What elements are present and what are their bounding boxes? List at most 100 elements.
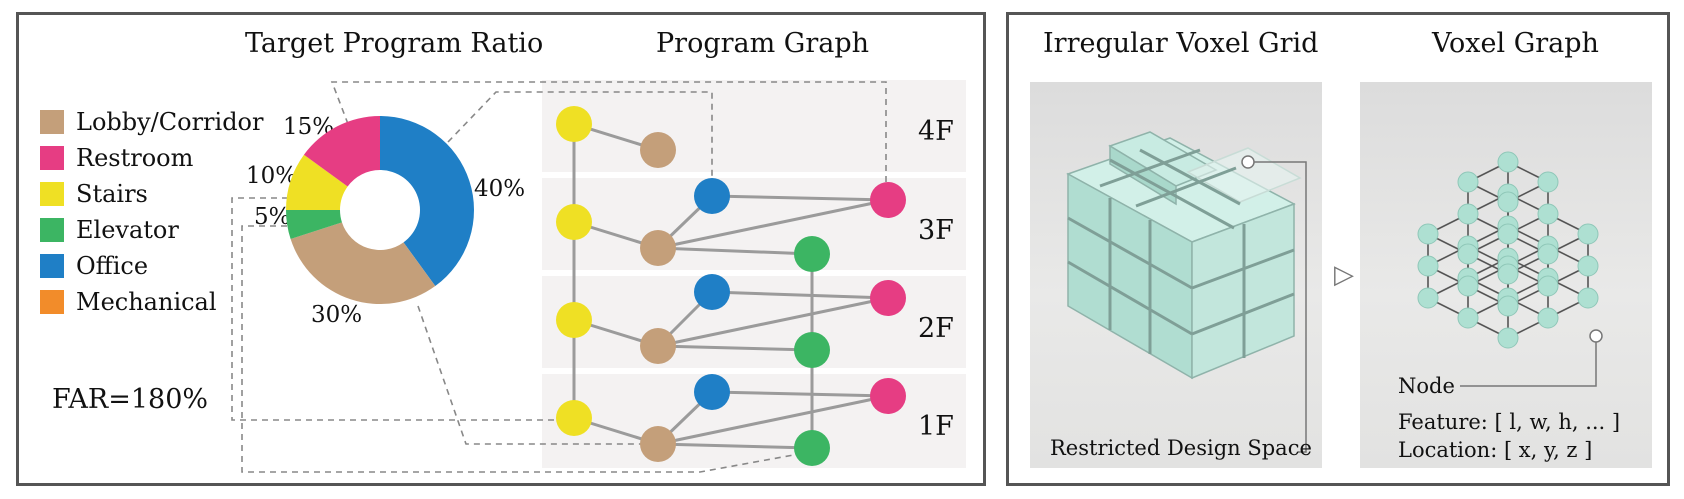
legend-label: Office	[76, 252, 149, 280]
pct-office: 40%	[474, 176, 526, 202]
voxel-node	[1497, 151, 1519, 173]
voxel-node	[1417, 223, 1439, 245]
voxel-node	[1537, 307, 1559, 329]
node-stairs-2f	[556, 302, 592, 338]
donut-slice-office	[380, 116, 474, 287]
edge	[657, 344, 813, 352]
legend-label: Elevator	[76, 216, 179, 244]
grid-line	[1099, 148, 1201, 188]
stairs-swatch	[40, 182, 64, 206]
mechanical-swatch	[40, 290, 64, 314]
node-lobby-4f	[640, 132, 676, 168]
node-leader	[1460, 329, 1603, 387]
floor-label-1f: 1F	[918, 411, 954, 442]
feature-label: Feature: [ l, w, h, ... ]	[1398, 410, 1621, 434]
leader-stairs	[231, 197, 575, 421]
voxel-node	[1537, 243, 1559, 265]
grid-line	[1067, 260, 1193, 336]
voxel-node	[1457, 275, 1479, 297]
voxel-node	[1457, 171, 1479, 193]
legend-item-restroom: Restroom	[40, 143, 193, 173]
node-lobby-3f	[640, 230, 676, 266]
node-restroom-3f	[870, 182, 906, 218]
legend-item-elevator: Elevator	[40, 215, 179, 245]
leader-lobby	[417, 305, 655, 445]
donut-slice-stairs	[286, 154, 348, 210]
legend-item-office: Office	[40, 251, 148, 281]
leader-elevator	[241, 225, 811, 473]
voxel-graph-title: Voxel Graph	[1432, 28, 1599, 59]
voxel-node	[1417, 255, 1439, 277]
voxel-node	[1577, 255, 1599, 277]
program-graph-nodes	[556, 106, 906, 466]
node-lobby-1f	[640, 426, 676, 462]
floor-label-3f: 3F	[918, 215, 954, 246]
voxel-node	[1497, 263, 1519, 285]
voxel-node	[1537, 171, 1559, 193]
edge	[657, 442, 813, 450]
floor-label-2f: 2F	[918, 313, 954, 344]
node-restroom-2f	[870, 280, 906, 316]
voxel-node	[1457, 203, 1479, 225]
arrow-icon: ▷	[1334, 260, 1354, 290]
grid-line	[1109, 158, 1235, 230]
edge	[711, 194, 889, 202]
edge	[657, 198, 889, 250]
floor-label-4f: 4F	[918, 116, 954, 147]
donut-slice-restroom	[303, 116, 380, 187]
edge	[711, 390, 889, 398]
program-graph-title: Program Graph	[656, 28, 870, 59]
legend-label: Stairs	[76, 180, 148, 208]
grid-line	[1067, 216, 1193, 290]
office-swatch	[40, 254, 64, 278]
node-restroom-1f	[870, 378, 906, 414]
node-stairs-3f	[556, 204, 592, 240]
voxel-node	[1497, 295, 1519, 317]
node-elevator-3f	[794, 236, 830, 272]
target-program-ratio-title: Target Program Ratio	[245, 28, 544, 59]
leader-restroom	[330, 81, 887, 186]
legend-item-lobby: Lobby/Corridor	[40, 107, 263, 137]
far-label: FAR=180%	[52, 384, 209, 415]
node-elevator-1f	[794, 430, 830, 466]
voxel-node	[1417, 287, 1439, 309]
restroom-swatch	[40, 146, 64, 170]
node-stairs-1f	[556, 400, 592, 436]
node-leader-dot	[1589, 329, 1603, 343]
cube-raised-side	[1109, 144, 1177, 206]
node-elevator-2f	[794, 332, 830, 368]
lobby-swatch	[40, 110, 64, 134]
node-label: Node	[1398, 374, 1455, 398]
grid-line	[1135, 166, 1237, 208]
edge	[657, 296, 889, 348]
voxel-node	[1577, 223, 1599, 245]
voxel-node	[1577, 287, 1599, 309]
edge	[657, 246, 813, 256]
grid-line	[1139, 148, 1241, 206]
voxel-node	[1497, 191, 1519, 213]
donut-slice-elevator	[286, 210, 342, 240]
node-office-3f	[694, 178, 730, 214]
edge	[657, 394, 889, 446]
legend-item-stairs: Stairs	[40, 179, 148, 209]
pct-stairs: 10%	[246, 163, 298, 189]
restricted-leader	[1241, 155, 1307, 453]
legend-label: Mechanical	[76, 288, 217, 316]
legend-label: Restroom	[76, 144, 194, 172]
voxel-node	[1497, 223, 1519, 245]
pct-lobby: 30%	[311, 302, 363, 328]
elevator-swatch	[40, 218, 64, 242]
node-stairs-4f	[556, 106, 592, 142]
restricted-zone	[1186, 147, 1302, 203]
location-label: Location: [ x, y, z ]	[1398, 438, 1593, 462]
node-leader-line	[1460, 338, 1597, 387]
voxel-cube	[1066, 131, 1302, 380]
voxel-graph	[1417, 151, 1599, 349]
legend-item-mechanical: Mechanical	[40, 287, 217, 317]
voxel-grid-lines	[1067, 148, 1295, 358]
leader-line	[1254, 161, 1307, 453]
irregular-voxel-grid-title: Irregular Voxel Grid	[1043, 28, 1319, 59]
node-office-1f	[694, 374, 730, 410]
